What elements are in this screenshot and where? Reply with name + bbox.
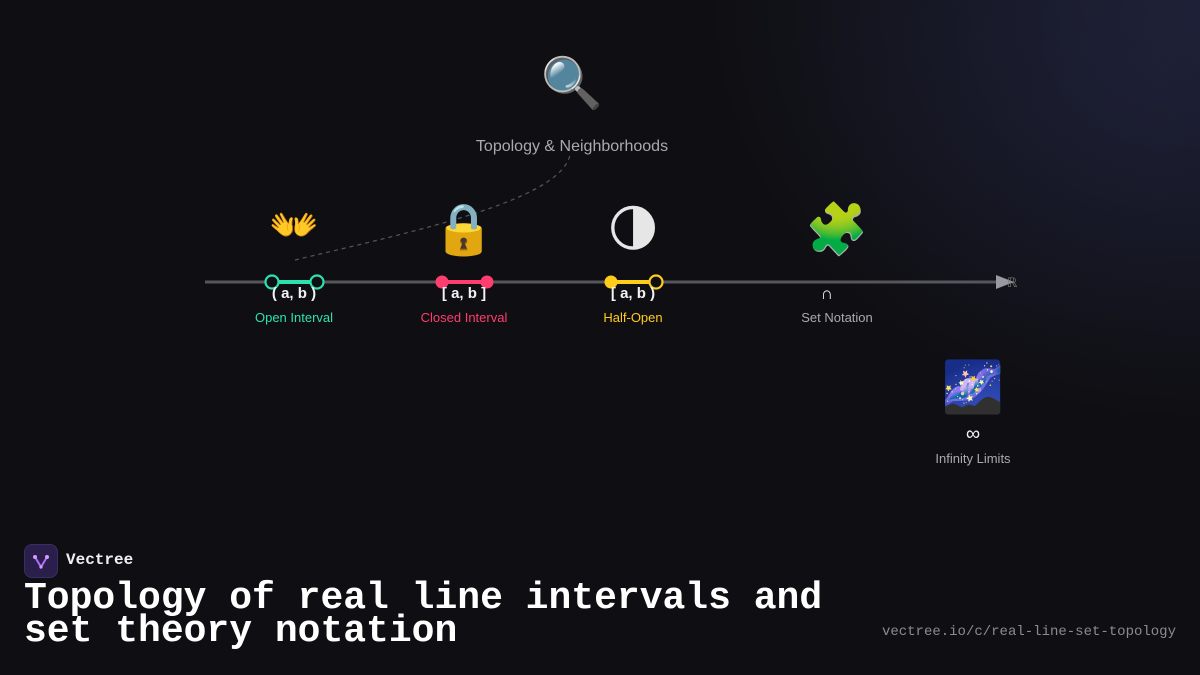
magnifying-glass-icon: 🔍 — [540, 54, 604, 112]
open-interval-notation: ( a, b ) — [271, 285, 317, 302]
hub-connector — [294, 154, 571, 261]
milky-way-icon: 🌌 — [941, 358, 1005, 416]
half-open-segment — [604, 274, 664, 290]
half-moon-icon: 🌗 — [606, 200, 660, 258]
closed-interval-segment — [435, 275, 494, 289]
half-open-label: Half-Open — [603, 310, 663, 325]
axis-label: ℝ — [1007, 275, 1018, 290]
set-notation-symbol: ∩ — [820, 284, 834, 303]
open-endpoint-a — [264, 274, 280, 290]
open-hands-icon: 👐 — [269, 203, 319, 249]
half-open-notation: [ a, b ) — [610, 285, 656, 302]
closed-endpoint-b — [480, 275, 494, 289]
puzzle-piece-icon: 🧩 — [805, 200, 869, 258]
vectree-logo-icon — [24, 544, 58, 578]
infinity-limits-label: Infinity Limits — [935, 451, 1011, 466]
closed-endpoint-a — [435, 275, 449, 289]
lock-icon: 🔒 — [432, 200, 496, 258]
open-interval-label: Open Interval — [254, 310, 334, 325]
source-url: vectree.io/c/real-line-set-topology — [881, 624, 1176, 640]
closed-interval-label: Closed Interval — [420, 310, 508, 325]
brand-name: Vectree — [66, 551, 134, 569]
closed-interval-notation: [ a, b ] — [441, 285, 487, 302]
axis-arrowhead — [996, 275, 1014, 289]
open-interval-segment — [264, 274, 325, 290]
half-open-endpoint-a — [604, 275, 618, 289]
infinity-symbol: ∞ — [965, 423, 981, 445]
hub-label: Topology & Neighborhoods — [475, 138, 669, 155]
half-open-endpoint-b — [648, 274, 664, 290]
page-title: Topology of real line intervals and set … — [24, 577, 823, 653]
set-notation-label: Set Notation — [801, 310, 873, 325]
open-endpoint-b — [309, 274, 325, 290]
